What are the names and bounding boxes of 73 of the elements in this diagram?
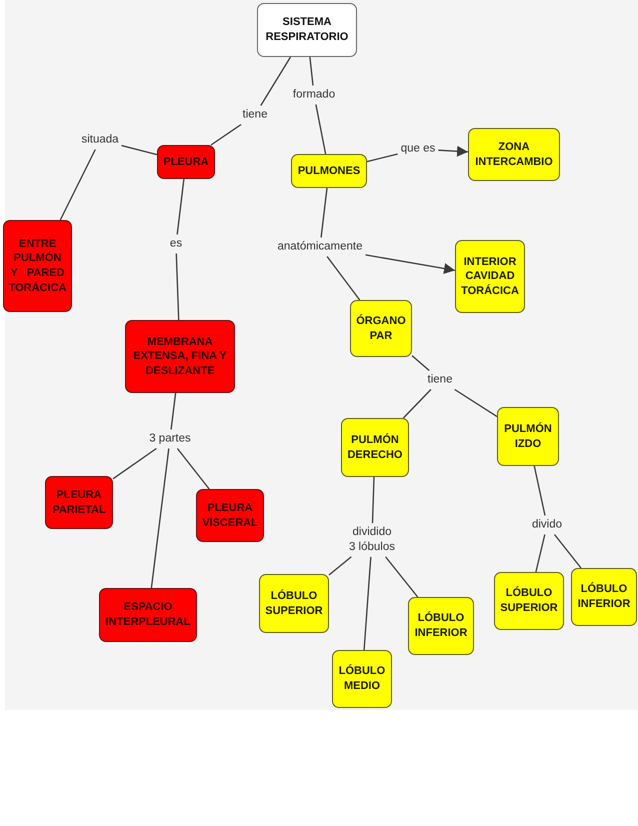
concept-box [291, 154, 367, 188]
concept-label: LÓBULO SUPERIOR [264, 588, 324, 618]
connector-line [412, 355, 430, 371]
connector-line [320, 188, 328, 238]
connector-line [328, 556, 352, 576]
concept-box [455, 240, 525, 313]
connector-line [326, 256, 360, 300]
concept-box [125, 320, 235, 393]
concept-box [332, 650, 392, 708]
connector-line [402, 389, 432, 418]
concept-label: LÓBULO INFERIOR [414, 611, 468, 641]
concept-box [99, 588, 197, 642]
connector-line [112, 448, 157, 480]
concept-box [259, 574, 329, 633]
concept-label: PULMONES [298, 164, 360, 178]
linking-phrase: que es [398, 140, 438, 158]
concept-box [571, 568, 637, 626]
connector-line [385, 556, 418, 598]
connector-line [315, 104, 326, 154]
concept-box [3, 220, 72, 312]
concept-label: ÓRGANO PAR [355, 314, 407, 344]
connector-line [170, 392, 176, 430]
connector-line [176, 253, 180, 320]
connector-line [454, 388, 498, 418]
concept-box [350, 300, 412, 357]
concept-label: ZONA INTERCAMBIO [474, 140, 554, 170]
connector-line [309, 56, 314, 86]
concept-label: PLEURA PARIETAL [51, 488, 107, 518]
connector-line [535, 534, 546, 572]
connector-line [121, 144, 158, 156]
connector-line [534, 466, 546, 516]
concept-label: ENTRE PULMÓN Y PARED TORÁCICA [8, 236, 68, 296]
concept-label: MEMBRANA EXTENSA, FINA Y DESLIZANTE [132, 334, 228, 378]
linking-phrase: dividido 3 lóbulos [346, 524, 398, 556]
arrow [438, 146, 468, 157]
connector-line [150, 448, 170, 588]
concept-box [257, 3, 357, 57]
concept-box [497, 407, 559, 466]
concept-label: PLEURA VISCERAL [201, 500, 259, 530]
connector-line [260, 56, 292, 106]
arrow [365, 254, 456, 274]
linking-phrase: tiene [240, 106, 270, 124]
concept-box [341, 418, 409, 477]
connector-line [176, 178, 185, 235]
linking-phrase: situada [79, 132, 121, 148]
concept-box [408, 597, 474, 655]
linking-phrase: formado [290, 86, 338, 104]
concept-label: SISTEMA RESPIRATORIO [264, 15, 350, 45]
concept-label: PULMÓN IZDO [503, 422, 553, 452]
connector-line [372, 476, 375, 524]
concept-label: LÓBULO SUPERIOR [499, 586, 559, 616]
concept-box [196, 489, 264, 542]
connector-line [366, 153, 398, 162]
concept-label: LÓBULO MEDIO [338, 664, 386, 694]
concept-box [45, 476, 113, 529]
connector-line [60, 149, 96, 220]
linking-phrase: tiene [426, 372, 454, 388]
concept-box [468, 128, 560, 181]
concept-label: LÓBULO INFERIOR [576, 582, 632, 612]
concept-label: PLEURA [163, 154, 209, 170]
connector-line [176, 448, 210, 490]
connector-line [554, 534, 582, 568]
linking-phrase: es [168, 236, 184, 252]
concept-box [494, 572, 564, 630]
concept-label: PULMÓN DERECHO [346, 432, 404, 462]
linking-phrase: 3 partes [147, 430, 193, 448]
linking-phrase: anatómicamente [275, 238, 365, 256]
connector-line [363, 556, 372, 650]
connector-line [210, 124, 242, 146]
concept-box [157, 145, 215, 179]
concept-label: ESPACIO INTERPLEURAL [104, 600, 192, 630]
linking-phrase: divido [530, 516, 564, 534]
concept-label: INTERIOR CAVIDAD TORÁCICA [460, 254, 520, 298]
